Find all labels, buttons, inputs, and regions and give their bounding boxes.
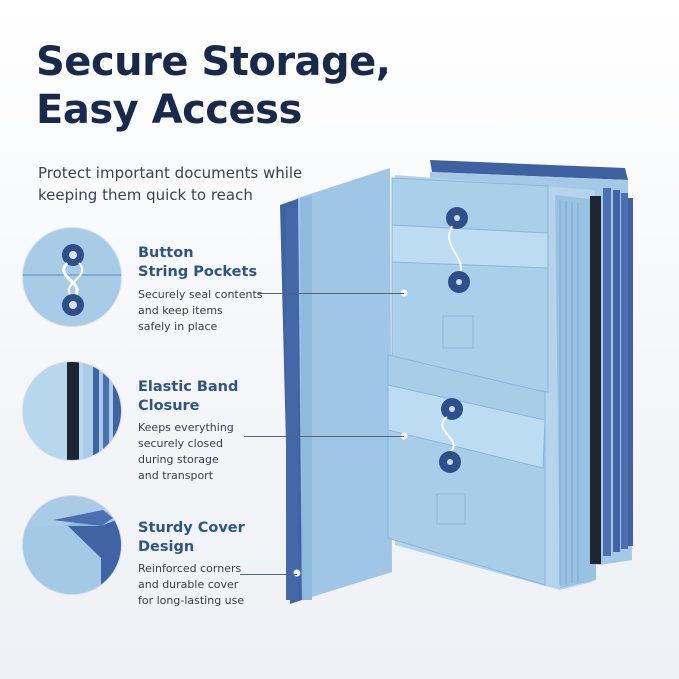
feature-thumbnail-elastic-band — [23, 362, 121, 460]
accordion-pockets — [430, 160, 633, 565]
front-cover — [280, 168, 392, 604]
callout-line-pocket — [258, 293, 404, 294]
elastic-band-icon — [23, 362, 121, 460]
feature-desc-button-string: Securely seal contents and keep items sa… — [138, 288, 263, 333]
feature-title-button-string: Button String Pockets — [138, 245, 258, 280]
feature-thumbnail-button-string — [23, 228, 121, 326]
subheadline: Protect important documents while keepin… — [38, 164, 303, 204]
headline-line-2: Easy Access — [36, 87, 302, 133]
headline: Secure Storage, Easy Access — [36, 38, 391, 134]
callout-line-elastic — [244, 436, 404, 437]
pocket-dividers — [395, 175, 598, 590]
lower-pocket — [387, 354, 546, 586]
headline-line-1: Secure Storage, — [36, 39, 391, 85]
feature-desc-sturdy-cover: Reinforced corners and durable cover for… — [138, 562, 245, 607]
feature-title-elastic-band: Elastic Band Closure — [138, 379, 239, 414]
reinforced-corner-icon — [23, 496, 121, 594]
feature-thumbnail-sturdy-cover — [23, 496, 121, 594]
callout-dot-cover — [293, 569, 301, 577]
feature-title-sturdy-cover: Sturdy Cover Design — [138, 520, 245, 555]
feature-desc-elastic-band: Keeps everything securely closed during … — [138, 421, 234, 482]
elastic-band — [590, 196, 601, 564]
button-string-icon — [23, 228, 121, 326]
upper-pocket — [391, 177, 549, 393]
callout-line-cover — [240, 574, 297, 575]
